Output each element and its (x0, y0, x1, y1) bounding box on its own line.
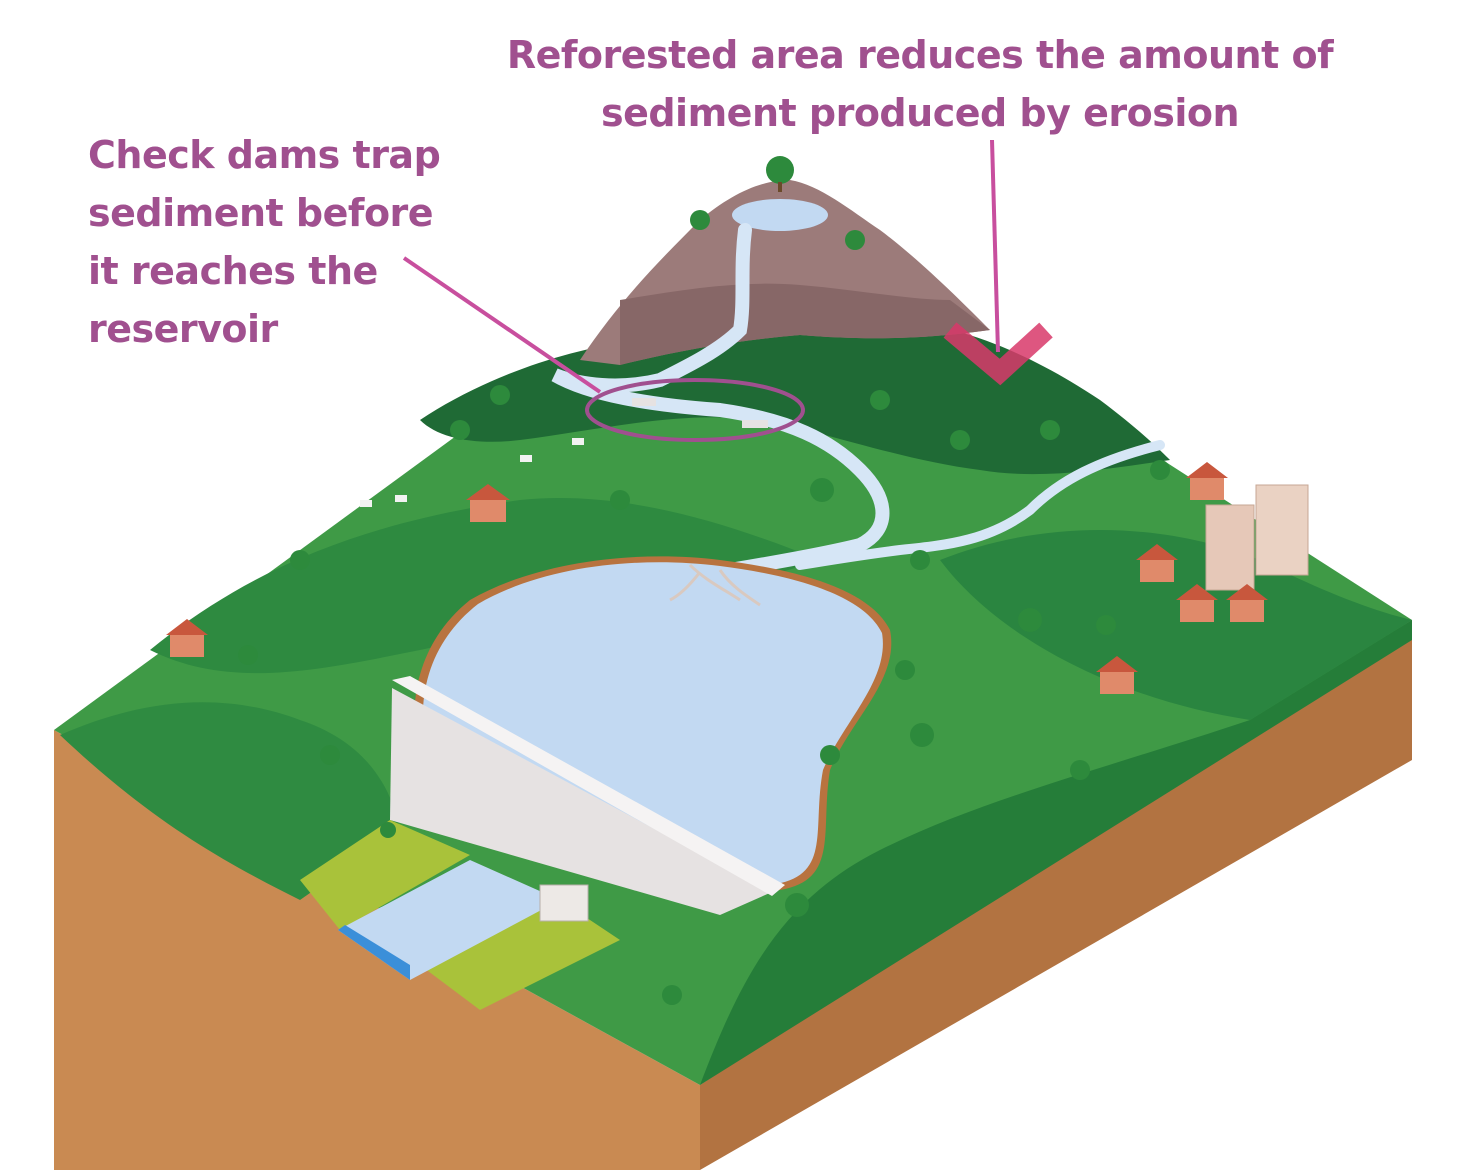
river-tributary (795, 440, 1165, 570)
building-icon (1255, 484, 1309, 576)
tree-icon (895, 660, 915, 680)
tree-icon (610, 490, 630, 510)
tree-icon (290, 550, 310, 570)
tree-icon (820, 745, 840, 765)
tree-icon (1018, 608, 1042, 632)
field (420, 900, 620, 1010)
meadow-band (940, 530, 1412, 720)
tree-icon (910, 550, 930, 570)
tree-icon (1040, 420, 1060, 440)
tree-icon (380, 822, 396, 838)
check-dam-icon (632, 398, 656, 406)
soil-front-right (700, 620, 1412, 1170)
marker-icon (943, 322, 1053, 386)
tree-icon (950, 430, 970, 450)
tree-icon (490, 385, 510, 405)
tree-icon (450, 420, 470, 440)
reforested-label-line-1: Reforested area reduces the amount of (506, 33, 1334, 77)
callout-line-reforested (990, 139, 1000, 353)
cow-icon (572, 438, 584, 445)
powerhouse-icon (539, 884, 589, 922)
check-dams-label-line-4: reservoir (88, 307, 278, 351)
check-dams-highlight (585, 378, 805, 442)
building-icon (1205, 504, 1255, 591)
check-dams-label-line-3: it reaches the (88, 249, 378, 293)
check-dam-icon (742, 420, 768, 428)
outflow-water-edge (338, 925, 410, 980)
tree-icon (870, 390, 890, 410)
tree-icon (766, 156, 794, 192)
tree-icon (1070, 760, 1090, 780)
mountain-lake (732, 199, 828, 231)
tree-icon (785, 893, 809, 917)
tree-icon (1150, 460, 1170, 480)
callout-line-check-dams (402, 256, 602, 394)
reforested-area-label: Reforested area reduces the amount of se… (500, 26, 1340, 142)
dam-crest (392, 676, 785, 896)
tree-icon (845, 230, 865, 250)
tree-icon (910, 723, 934, 747)
tree-icon (810, 478, 834, 502)
meadow-band (60, 702, 400, 900)
cow-icon (520, 455, 532, 462)
check-dams-label-line-1: Check dams trap (88, 133, 441, 177)
house-icon (1186, 462, 1228, 500)
tree-icon (662, 985, 682, 1005)
house-icon (166, 619, 208, 657)
dam-face (390, 688, 772, 915)
check-dams-label-line-2: sediment before (88, 191, 434, 235)
sediment-delta (669, 563, 761, 607)
tree-icon (1096, 615, 1116, 635)
check-dams-label: Check dams trap sediment before it reach… (88, 126, 468, 358)
house-icon (1096, 656, 1138, 694)
house-icon (466, 484, 510, 522)
meadow-band (700, 620, 1412, 1085)
reforested-label-line-2: sediment produced by erosion (600, 91, 1240, 135)
cow-icon (395, 495, 407, 502)
tree-icon (690, 210, 710, 230)
tree-icon (320, 745, 340, 765)
outflow-water (338, 860, 560, 980)
house-icon (1136, 544, 1178, 582)
tree-icon (238, 645, 258, 665)
house-icon (1226, 584, 1268, 622)
field (300, 820, 470, 930)
house-icon (1176, 584, 1218, 622)
meadow-band (150, 498, 820, 674)
cow-icon (360, 500, 372, 507)
